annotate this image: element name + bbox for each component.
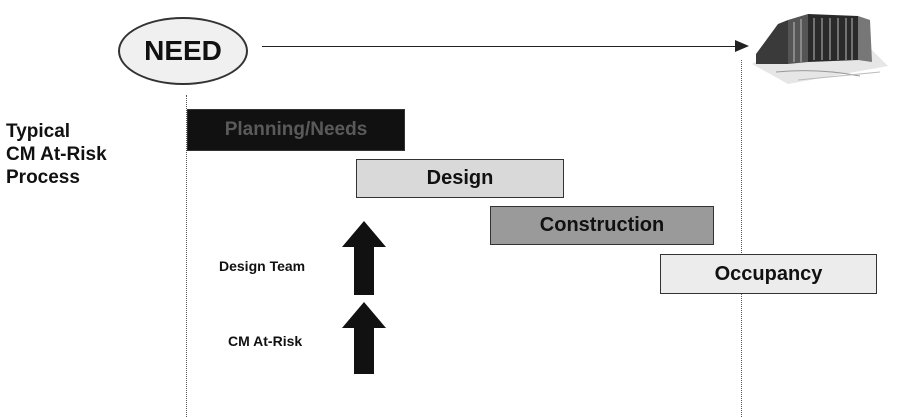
cm-at-risk-arrow-icon — [342, 302, 386, 374]
end-marker-line — [741, 60, 742, 417]
start-marker-line — [186, 95, 187, 417]
design-bar: Design — [356, 159, 564, 198]
construction-bar-label: Construction — [539, 214, 665, 236]
process-label-line-1: Typical — [6, 121, 71, 142]
occupancy-bar: Occupancy — [660, 254, 877, 294]
planning-bar-label: Planning/Needs — [224, 119, 368, 140]
occupancy-bar-label: Occupancy — [714, 262, 823, 285]
design-team-label: Design Team — [219, 258, 306, 274]
planning-bar: Planning/Needs — [187, 109, 405, 151]
design-bar-label: Design — [426, 167, 494, 189]
design-team-arrow-icon — [342, 221, 386, 295]
process-label-line-3: Process — [6, 167, 80, 188]
building-icon — [752, 14, 888, 84]
timeline-arrow-line — [262, 46, 738, 47]
process-label: Typical CM At-Risk Process — [6, 120, 107, 189]
cm-at-risk-label: CM At-Risk — [228, 333, 303, 349]
timeline-arrow-head — [735, 40, 749, 52]
need-label: NEED — [144, 35, 222, 66]
construction-bar: Construction — [490, 206, 714, 245]
need-oval: NEED — [118, 17, 248, 85]
process-label-line-2: CM At-Risk — [6, 144, 107, 165]
